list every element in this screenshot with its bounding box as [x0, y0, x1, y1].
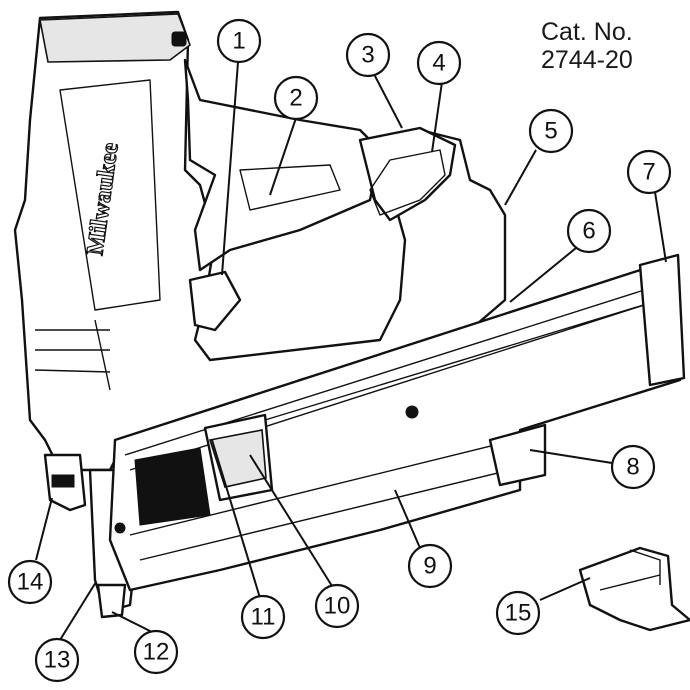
callout-1: 1 [216, 18, 262, 64]
callout-2-label: 2 [289, 85, 302, 112]
no-mar-clip-detail [599, 549, 661, 591]
leader-12 [111, 611, 153, 633]
leader-7 [654, 191, 667, 263]
callout-8: 8 [610, 444, 656, 490]
leader-3 [374, 75, 403, 129]
callout-1-label: 1 [232, 28, 245, 55]
leader-5 [504, 149, 537, 206]
callout-6-label: 6 [582, 218, 595, 245]
catalog-number-value: 2744-20 [541, 46, 633, 74]
callout-7: 7 [626, 149, 672, 195]
logo-panel [59, 79, 161, 311]
magazine-lower-edge [129, 439, 516, 561]
callout-10-label: 10 [324, 593, 351, 620]
callout-12-label: 12 [143, 639, 170, 666]
callout-10: 10 [314, 583, 360, 629]
leader-6 [509, 247, 577, 303]
nailer-illustration: Milwaukee [13, 10, 690, 632]
magazine-foot [488, 423, 547, 487]
catalog-label-prefix: Cat. No. [541, 18, 633, 46]
catalog-number-label: Cat. No. 2744-20 [541, 18, 681, 74]
leader-11 [211, 439, 261, 599]
callout-5: 5 [528, 108, 574, 154]
callout-15: 15 [495, 590, 541, 636]
leader-14 [35, 497, 53, 561]
depth-adjust-wheel [51, 474, 75, 488]
callout-14: 14 [7, 559, 53, 605]
contact-tip [96, 583, 127, 619]
leader-1 [221, 61, 239, 276]
top-cap-screw [171, 31, 187, 47]
callout-13: 13 [34, 637, 80, 683]
callout-8-label: 8 [626, 454, 639, 481]
callout-9: 9 [407, 543, 453, 589]
magazine-screw [405, 405, 419, 419]
callout-15-label: 15 [505, 600, 532, 627]
callout-6: 6 [566, 208, 612, 254]
callout-9-label: 9 [423, 553, 436, 580]
callout-5-label: 5 [544, 118, 557, 145]
leader-13 [59, 581, 97, 641]
callout-11: 11 [240, 594, 286, 640]
callout-4: 4 [416, 40, 462, 86]
leader-2 [269, 117, 297, 196]
callout-13-label: 13 [44, 647, 71, 674]
magazine-label-plate [134, 447, 211, 526]
trigger [188, 270, 242, 332]
nose-screw [114, 522, 126, 534]
motor-vents [34, 319, 111, 391]
callout-14-label: 14 [17, 569, 44, 596]
leader-15 [539, 577, 591, 601]
leader-lines [35, 61, 667, 641]
callout-4-label: 4 [432, 50, 445, 77]
pusher-latch [208, 429, 267, 488]
callout-12: 12 [133, 629, 179, 675]
leader-9 [394, 489, 421, 549]
leader-10 [249, 454, 333, 587]
callout-3-label: 3 [361, 42, 374, 69]
top-cap [39, 13, 191, 63]
belt-hook-loop [369, 149, 446, 216]
no-mar-clip-part [578, 546, 690, 632]
callout-11-label: 11 [251, 604, 276, 631]
callout-2: 2 [273, 75, 319, 121]
leader-8 [529, 449, 613, 464]
leader-4 [431, 81, 443, 153]
handle-grip [239, 164, 341, 211]
callout-3: 3 [345, 32, 391, 78]
callout-7-label: 7 [642, 159, 655, 186]
